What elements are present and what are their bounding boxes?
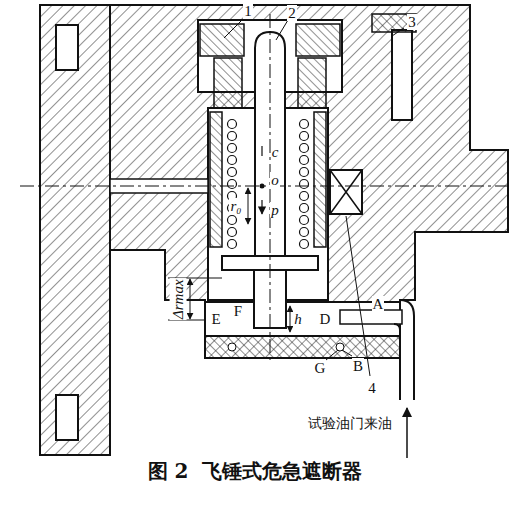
guide-sleeve: [214, 58, 242, 108]
nut-1: [200, 24, 244, 56]
callout-label: Δrmax: [170, 278, 187, 320]
callout-label: c: [271, 144, 280, 161]
callout-label: B: [352, 358, 364, 375]
spring-coil: [228, 120, 237, 129]
spring-coil: [300, 204, 309, 213]
spring-coil: [228, 144, 237, 153]
callout-label: 3: [407, 14, 417, 31]
point-marker: [260, 184, 265, 189]
spring-coil: [300, 240, 309, 249]
oil-arrow: [406, 408, 408, 458]
ring-3: [372, 14, 416, 32]
dimension-line: [290, 306, 291, 332]
spring-coil: [300, 192, 309, 201]
note-label: 试验油门来油: [306, 415, 394, 432]
callout-label: p: [270, 202, 280, 219]
bottom-plate: [205, 336, 400, 358]
spring-coil: [300, 156, 309, 165]
figure-caption: 图 2 飞锤式危急遮断器: [0, 458, 510, 485]
callout-label: G: [314, 360, 327, 377]
bolt-hole: [56, 25, 78, 70]
callout-label: h: [293, 311, 303, 328]
spring-sleeve: [210, 112, 222, 247]
nut-1: [296, 24, 340, 56]
callout-label: r₀: [229, 198, 242, 215]
spring-coil: [228, 180, 237, 189]
spring-sleeve: [314, 112, 326, 247]
spring-coil: [300, 216, 309, 225]
spring-coil: [300, 132, 309, 141]
slot: [392, 30, 412, 120]
spring-coils: [228, 120, 309, 249]
dimension-line: [248, 188, 249, 224]
callout-label: A: [372, 296, 385, 313]
spring-coil: [300, 228, 309, 237]
callout-label: o: [270, 172, 280, 189]
oil-hole: [336, 343, 344, 351]
spring-coil: [300, 180, 309, 189]
housing-body: [40, 5, 508, 455]
spring-coil: [228, 216, 237, 225]
spring-coil: [228, 168, 237, 177]
callout-label: 2: [287, 5, 297, 22]
dimension-line: [190, 279, 191, 319]
guide-sleeve: [298, 58, 326, 108]
spring-coil: [300, 144, 309, 153]
spring-coil: [228, 156, 237, 165]
spring-coil: [228, 132, 237, 141]
callout-label: E: [210, 311, 221, 328]
spring-coil: [228, 240, 237, 249]
point-marker: [261, 146, 262, 214]
bolt-hole: [56, 395, 78, 440]
spring-coil: [300, 120, 309, 129]
callout-label: 4: [367, 380, 377, 397]
spring-coil: [228, 228, 237, 237]
callout-label: D: [319, 311, 332, 328]
callout-label: F: [233, 303, 243, 320]
oil-hole: [228, 343, 236, 351]
spring-coil: [300, 168, 309, 177]
oil-pipe: [394, 300, 414, 400]
coupling-4: [330, 170, 362, 214]
leader-line: [224, 18, 404, 376]
callout-label: 1: [243, 3, 253, 20]
coupling-4: [330, 170, 362, 214]
flange-line: [109, 5, 111, 250]
